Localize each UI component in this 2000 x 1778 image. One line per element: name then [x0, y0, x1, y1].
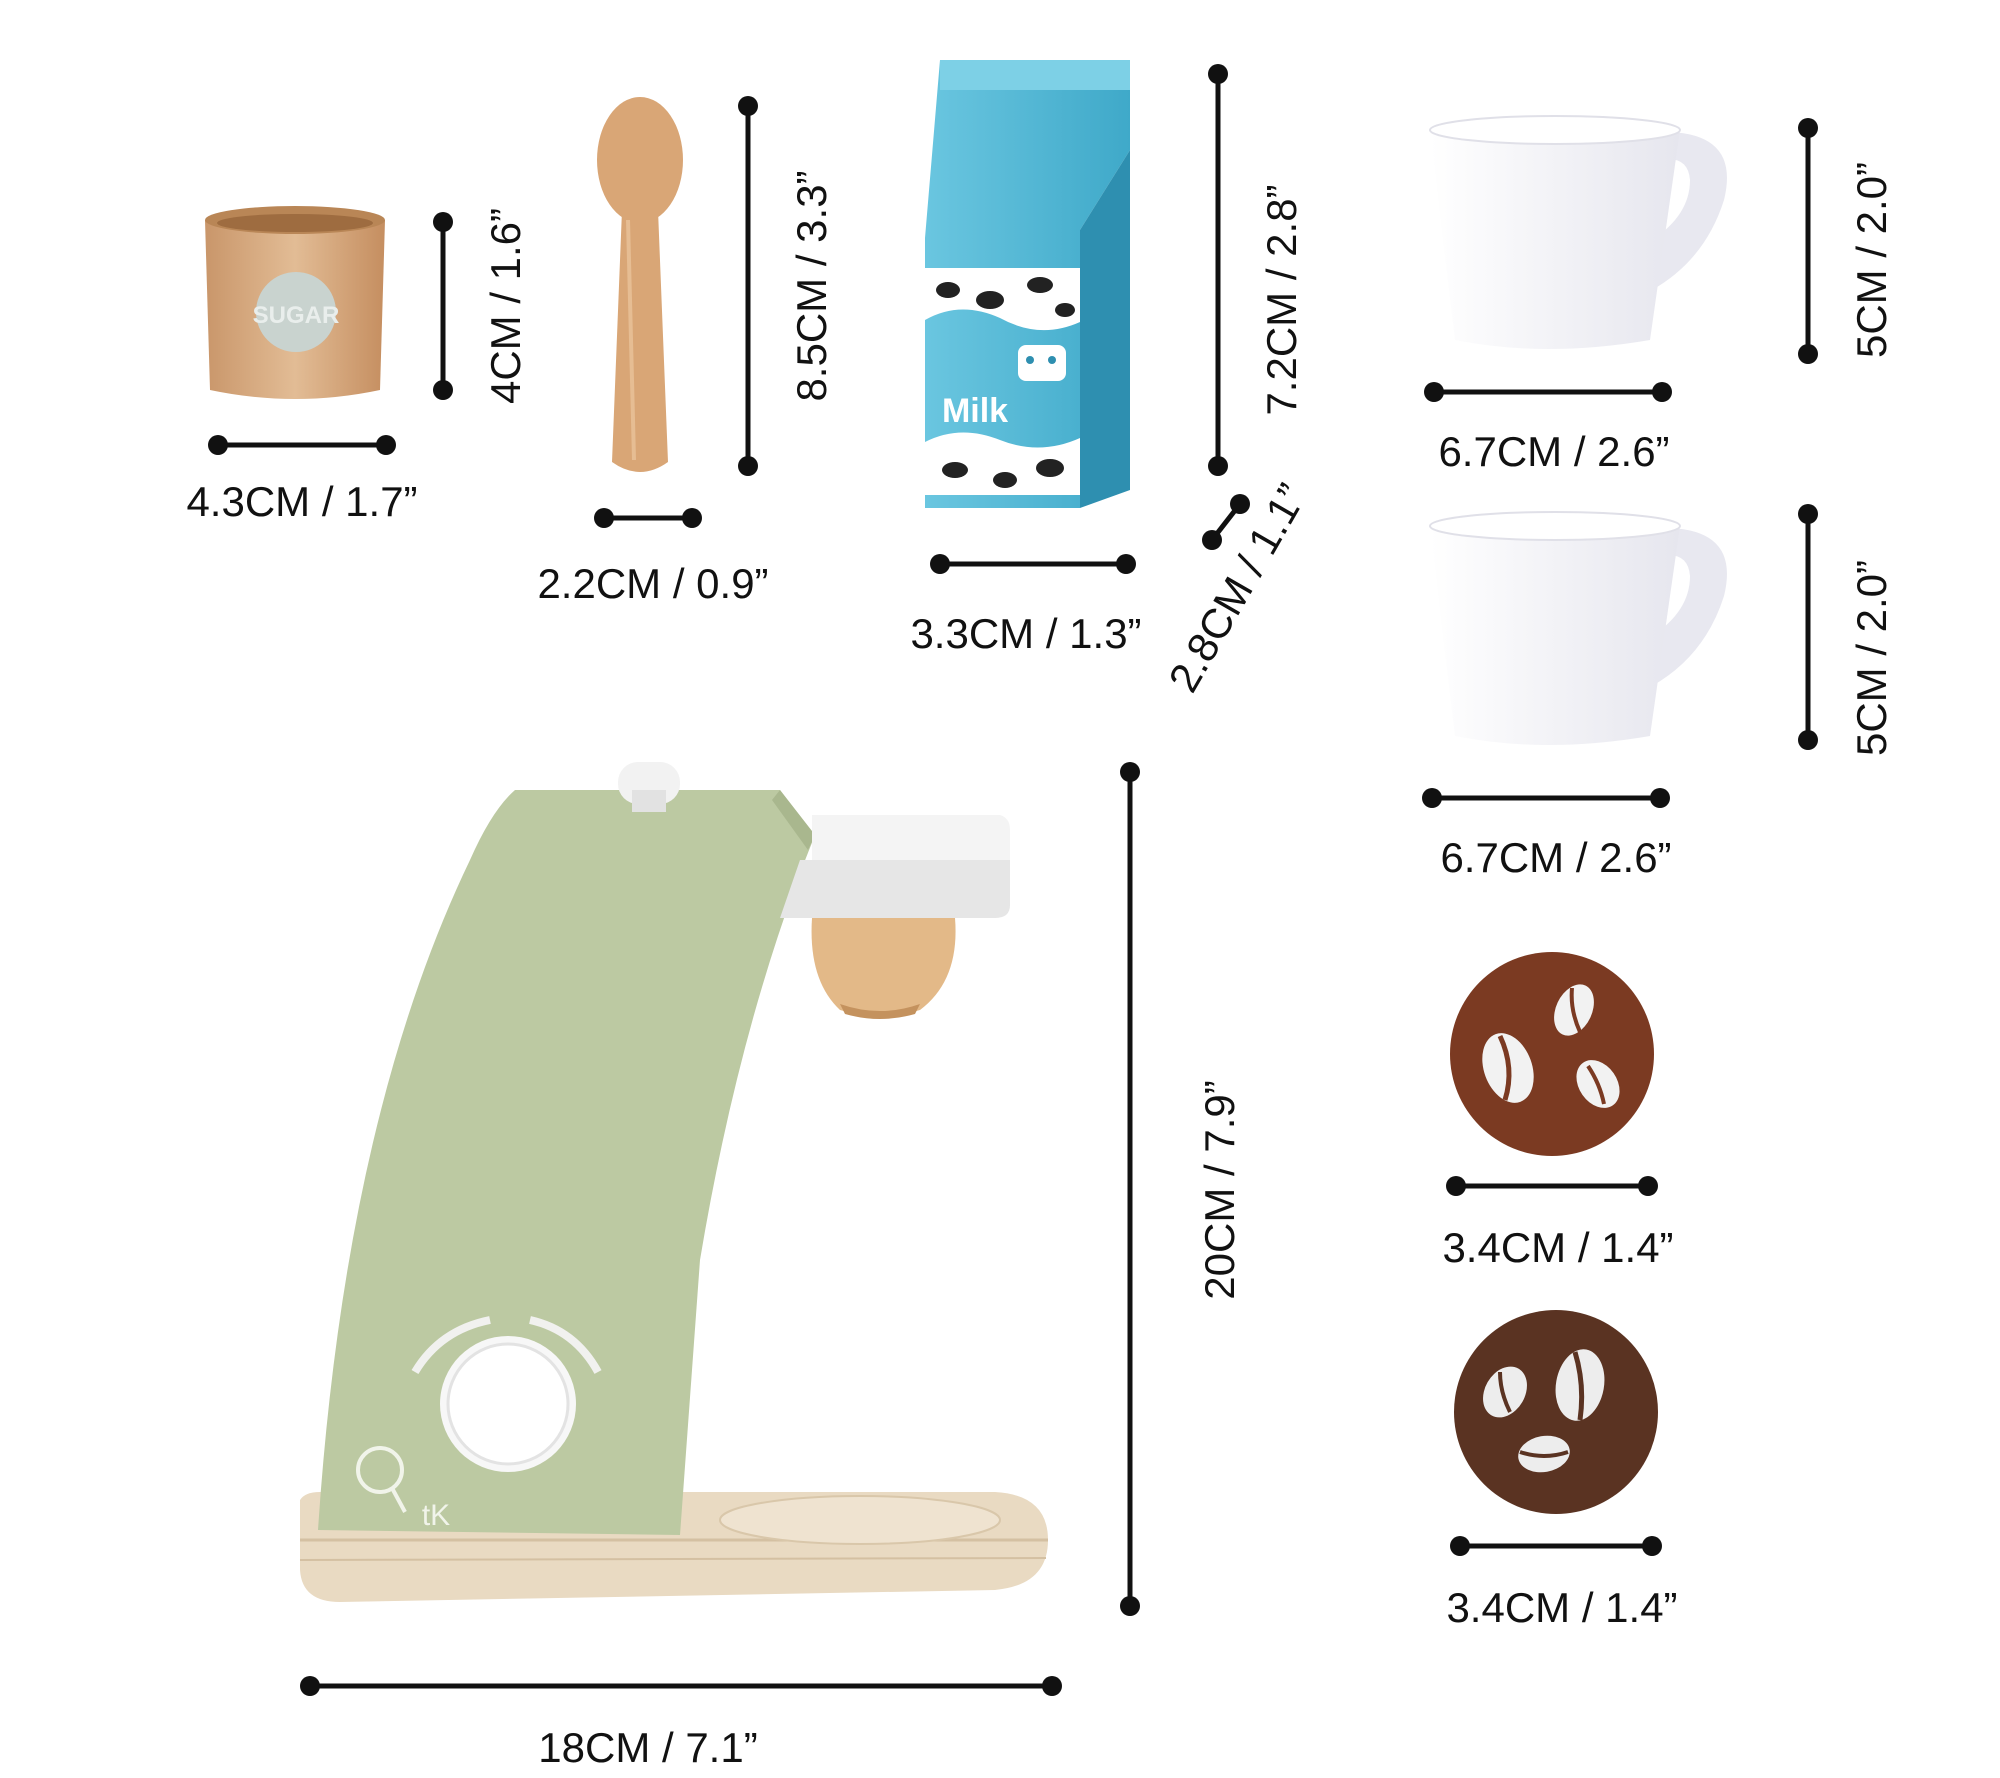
milk-width-label: 3.3CM / 1.3” — [910, 610, 1141, 657]
milk-height-label: 7.2CM / 2.8” — [1258, 184, 1305, 415]
coffee-machine-image: tK — [299, 762, 1048, 1602]
cup-2-width-dimension — [1422, 788, 1670, 808]
coffee-pod-1-width-dimension — [1446, 1176, 1658, 1196]
spoon-image — [597, 97, 683, 472]
machine-height-label: 20CM / 7.9” — [1196, 1080, 1243, 1299]
cup-1-width-label: 6.7CM / 2.6” — [1438, 428, 1669, 475]
spoon-width-dimension — [594, 508, 702, 528]
coffee-pod-2-image — [1454, 1310, 1658, 1514]
cup-2-width-label: 6.7CM / 2.6” — [1440, 834, 1671, 881]
sugar-height-dimension — [433, 212, 453, 400]
coffee-pod-1-width-label: 3.4CM / 1.4” — [1442, 1224, 1673, 1271]
machine-height-dimension — [1120, 762, 1140, 1616]
milk-height-dimension — [1208, 64, 1228, 476]
cup-2-image — [1429, 511, 1727, 745]
cup-1-height-dimension — [1798, 118, 1818, 364]
sugar-label-text: SUGAR — [253, 302, 340, 329]
spoon-width-label: 2.2CM / 0.9” — [537, 560, 768, 607]
milk-depth-dimension — [1202, 494, 1250, 550]
coffee-pod-2-width-label: 3.4CM / 1.4” — [1446, 1584, 1677, 1631]
coffee-pod-2-width-dimension — [1450, 1536, 1662, 1556]
sugar-height-label: 4CM / 1.6” — [482, 208, 529, 404]
spoon-height-label: 8.5CM / 3.3” — [788, 170, 835, 401]
milk-carton-image: Milk — [925, 60, 1130, 508]
machine-width-dimension — [300, 1676, 1062, 1696]
sugar-width-label: 4.3CM / 1.7” — [186, 478, 417, 525]
milk-label-text: Milk — [942, 392, 1008, 430]
machine-width-label: 18CM / 7.1” — [538, 1724, 757, 1771]
machine-logo-text: tK — [422, 1499, 450, 1532]
spoon-height-dimension — [738, 96, 758, 476]
sugar-pot-image: SUGAR — [205, 206, 385, 399]
cup-1-width-dimension — [1424, 382, 1672, 402]
coffee-pod-1-image — [1450, 952, 1654, 1156]
milk-width-dimension — [930, 554, 1136, 574]
cup-1-image — [1429, 115, 1727, 349]
cup-1-height-label: 5CM / 2.0” — [1848, 162, 1895, 358]
sugar-width-dimension — [208, 435, 396, 455]
cup-2-height-dimension — [1798, 504, 1818, 750]
cup-2-height-label: 5CM / 2.0” — [1848, 560, 1895, 756]
